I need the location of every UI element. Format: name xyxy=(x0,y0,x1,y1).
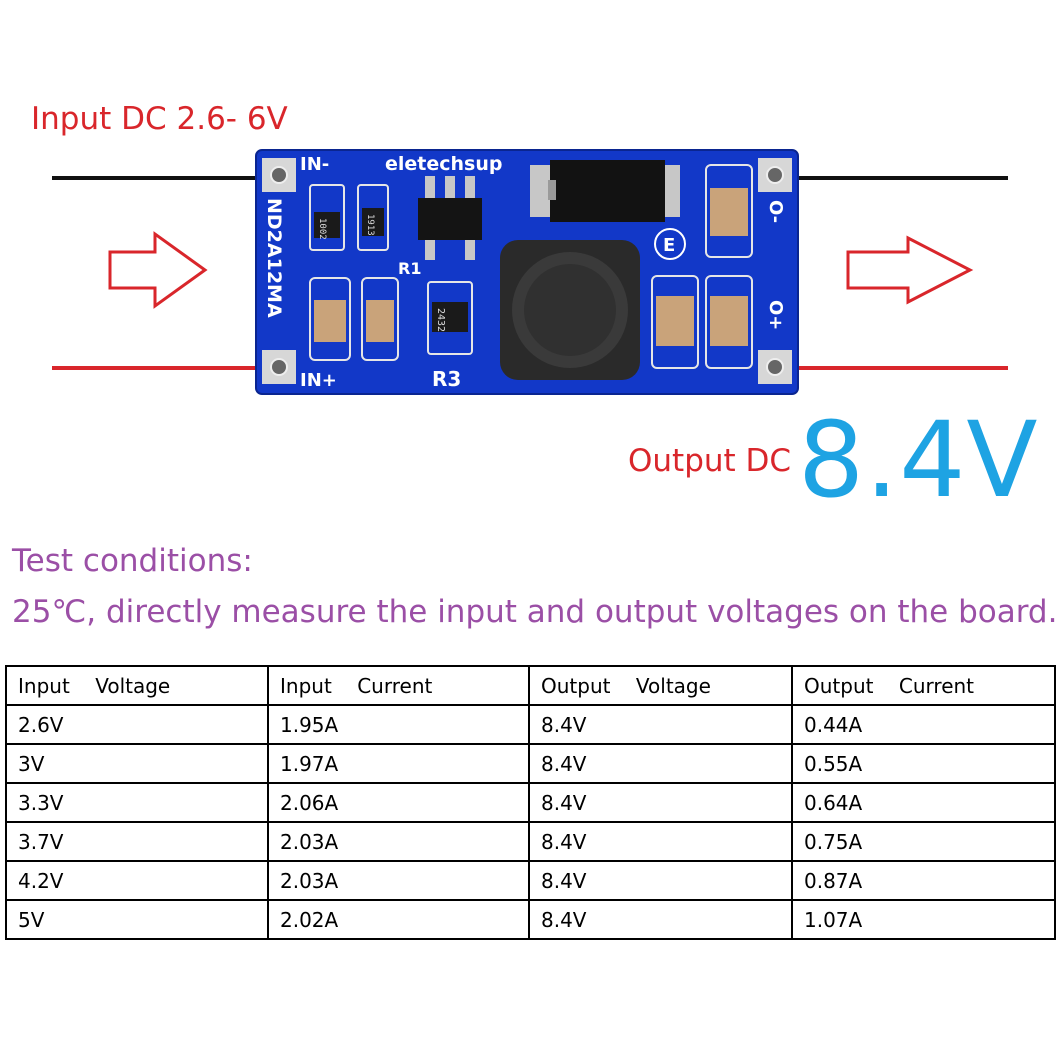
header-input-voltage: Input Voltage xyxy=(5,665,269,706)
pcb-pin-in-minus: IN- xyxy=(300,154,329,175)
input-voltage-label: Input DC 2.6- 6V xyxy=(31,101,288,137)
cell-output-voltage: 8.4V xyxy=(528,860,793,901)
header-output-current: Output Current xyxy=(791,665,1056,706)
cell-input-voltage: 2.6V xyxy=(5,704,269,745)
test-results-table: Input Voltage Input Current Output Volta… xyxy=(5,665,1056,940)
cell-input-current: 2.02A xyxy=(267,899,530,940)
pcb-chip-1002: 1002 xyxy=(317,218,327,240)
cell-output-voltage: 8.4V xyxy=(528,743,793,784)
module-diagram: IN- IN+ eletechsup ND2A12MA R1 R3 1002 1… xyxy=(52,149,1008,395)
cell-input-voltage: 4.2V xyxy=(5,860,269,901)
cell-output-voltage: 8.4V xyxy=(528,782,793,823)
cell-input-current: 2.03A xyxy=(267,821,530,862)
output-voltage-value: 8.4V xyxy=(798,399,1039,521)
cell-input-current: 1.95A xyxy=(267,704,530,745)
header-output-voltage: Output Voltage xyxy=(528,665,793,706)
cell-output-current: 1.07A xyxy=(791,899,1056,940)
cell-input-current: 1.97A xyxy=(267,743,530,784)
cell-input-voltage: 3.7V xyxy=(5,821,269,862)
pcb-pin-in-plus: IN+ xyxy=(300,370,337,391)
pcb-model: ND2A12MA xyxy=(263,198,285,318)
cell-output-current: 0.55A xyxy=(791,743,1056,784)
table-row: 3.3V 2.06A 8.4V 0.64A xyxy=(5,782,1056,823)
pcb-chip-2432: 2432 xyxy=(435,308,446,332)
table-row: 3V 1.97A 8.4V 0.55A xyxy=(5,743,1056,784)
cell-output-current: 0.75A xyxy=(791,821,1056,862)
table-row: 4.2V 2.03A 8.4V 0.87A xyxy=(5,860,1056,901)
pcb-pin-out-minus: O- xyxy=(765,200,786,223)
table-header-row: Input Voltage Input Current Output Volta… xyxy=(5,665,1056,706)
input-arrow-icon xyxy=(108,231,208,309)
pcb-brand: eletechsup xyxy=(385,153,502,175)
cell-input-current: 2.06A xyxy=(267,782,530,823)
cell-input-voltage: 3.3V xyxy=(5,782,269,823)
cell-output-current: 0.44A xyxy=(791,704,1056,745)
table-row: 2.6V 1.95A 8.4V 0.44A xyxy=(5,704,1056,745)
cell-input-current: 2.03A xyxy=(267,860,530,901)
pcb-chip-1913: 1913 xyxy=(365,214,375,236)
pcb-mark-e: E xyxy=(663,235,675,256)
cell-output-current: 0.87A xyxy=(791,860,1056,901)
pcb-ref-r1: R1 xyxy=(398,259,421,278)
test-conditions-description: 25℃, directly measure the input and outp… xyxy=(12,594,1058,630)
header-input-current: Input Current xyxy=(267,665,530,706)
cell-input-voltage: 3V xyxy=(5,743,269,784)
output-prefix-label: Output DC xyxy=(628,443,792,479)
cell-input-voltage: 5V xyxy=(5,899,269,940)
test-conditions-title: Test conditions: xyxy=(12,543,253,579)
cell-output-voltage: 8.4V xyxy=(528,821,793,862)
cell-output-voltage: 8.4V xyxy=(528,899,793,940)
output-arrow-icon xyxy=(846,235,974,305)
pcb-pin-out-plus: O+ xyxy=(765,300,786,330)
cell-output-current: 0.64A xyxy=(791,782,1056,823)
table-row: 5V 2.02A 8.4V 1.07A xyxy=(5,899,1056,940)
cell-output-voltage: 8.4V xyxy=(528,704,793,745)
pcb-ref-r3: R3 xyxy=(432,367,461,391)
pcb-board xyxy=(255,149,799,395)
table-row: 3.7V 2.03A 8.4V 0.75A xyxy=(5,821,1056,862)
